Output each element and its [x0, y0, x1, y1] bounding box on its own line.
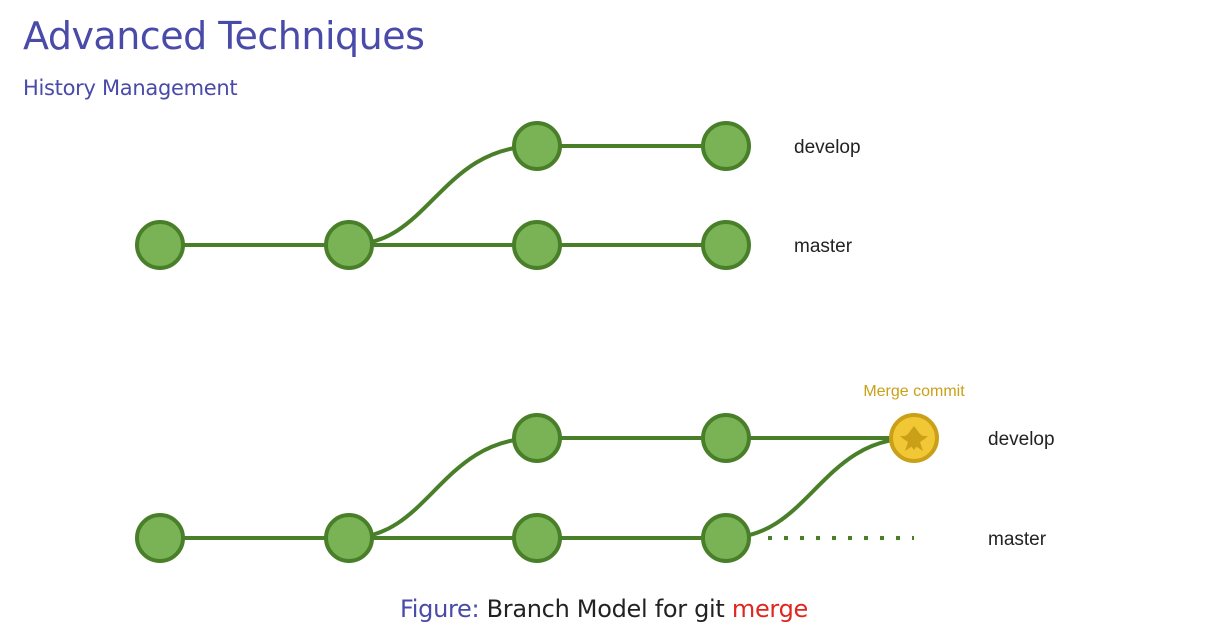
commit-node	[135, 220, 185, 270]
figure-caption: Figure: Branch Model for git merge	[0, 595, 1208, 623]
develop-branch-curve	[348, 436, 538, 540]
diagram-after-merge: Merge commit develop master	[135, 383, 1055, 563]
commit-node	[701, 513, 751, 563]
diagram-before-merge: develop master	[135, 121, 861, 270]
branch-label-develop: develop	[988, 429, 1055, 450]
commit-node	[135, 513, 185, 563]
commit-node	[324, 220, 374, 270]
commit-node	[701, 413, 751, 463]
caption-text: Branch Model for git	[486, 595, 725, 623]
merge-commit-label: Merge commit	[863, 383, 965, 400]
caption-keyword: merge	[731, 595, 808, 623]
slide-title: Advanced Techniques	[23, 14, 425, 58]
develop-branch-curve	[348, 144, 538, 247]
commit-node	[512, 513, 562, 563]
commit-node	[512, 413, 562, 463]
branch-label-master: master	[988, 529, 1047, 550]
commit-node	[701, 220, 751, 270]
commit-node	[512, 121, 562, 171]
branch-label-develop: develop	[794, 137, 861, 158]
caption-prefix: Figure:	[400, 595, 480, 623]
star-icon	[900, 426, 928, 451]
merge-curve	[725, 436, 915, 540]
branch-label-master: master	[794, 236, 853, 257]
slide-subtitle: History Management	[23, 76, 238, 100]
commit-node	[324, 513, 374, 563]
commit-node	[512, 220, 562, 270]
commit-node	[701, 121, 751, 171]
